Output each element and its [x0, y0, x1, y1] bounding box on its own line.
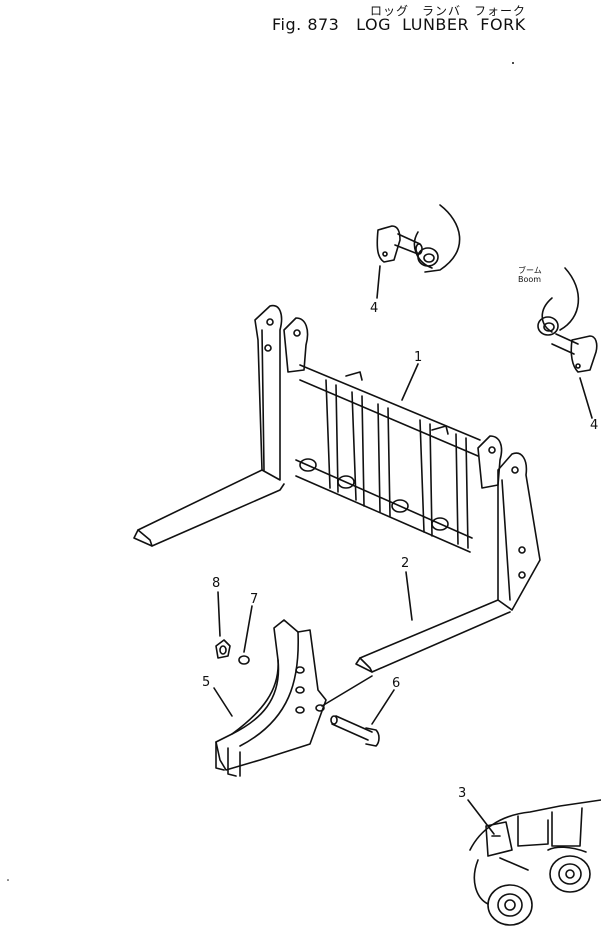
connector-bracket-to-tine — [321, 675, 373, 707]
boom-label: ブーム Boom — [518, 266, 542, 284]
boom-arm-upper — [413, 204, 461, 273]
speck — [512, 62, 514, 64]
callout-3: 3 — [458, 786, 467, 801]
leader-6 — [371, 689, 395, 725]
leader-5 — [213, 687, 233, 717]
figure-header: ロッグ ランバ フォーク Fig. 873 LOG LUNBER FORK — [0, 0, 601, 40]
boom-label-jp: ブーム — [518, 266, 542, 275]
leader-8 — [217, 591, 221, 637]
pin-part-4-upper — [376, 225, 423, 263]
leader-3 — [467, 799, 495, 835]
callout-6: 6 — [392, 676, 401, 691]
callout-7: 7 — [250, 592, 259, 607]
leader-1 — [401, 363, 419, 401]
callout-5: 5 — [202, 675, 211, 690]
pin-part-6 — [330, 715, 380, 747]
fork-tine-left — [133, 469, 285, 547]
fork-frame — [254, 304, 541, 611]
pin-part-4-right — [551, 333, 598, 373]
boom-arm-right — [537, 267, 580, 336]
callout-4-right: 4 — [590, 418, 599, 433]
callout-2: 2 — [401, 556, 410, 571]
figure-caption: Fig. 873 LOG LUNBER FORK — [272, 15, 526, 34]
leader-7 — [243, 605, 253, 653]
fork-tine-right — [355, 599, 511, 673]
washer-part-7 — [238, 655, 250, 665]
leader-4-upper — [376, 265, 381, 299]
leader-2 — [405, 571, 413, 621]
figure-number: Fig. 873 — [272, 15, 340, 34]
figure-title: LOG LUNBER FORK — [356, 15, 526, 34]
leader-4-right — [579, 377, 593, 419]
callout-4-upper: 4 — [370, 301, 379, 316]
callout-1: 1 — [414, 350, 423, 365]
loader-machine — [469, 799, 601, 926]
speck-bottom — [7, 879, 9, 881]
japanese-title: ロッグ ランバ フォーク — [370, 4, 527, 18]
clamp-bracket-part-5 — [215, 619, 327, 777]
nut-part-8 — [215, 639, 231, 659]
callout-8: 8 — [212, 576, 221, 591]
boom-label-en: Boom — [518, 275, 542, 284]
